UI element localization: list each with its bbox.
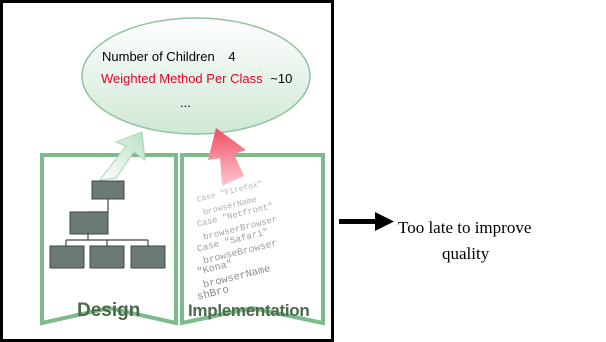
metric-wmc: Weighted Method Per Class ~10 xyxy=(101,71,292,86)
caption-line-1: Too late to improve xyxy=(398,218,532,237)
design-label: Design xyxy=(77,300,141,321)
implementation-label: Implementation xyxy=(188,301,310,320)
class-box-leaf-2 xyxy=(89,245,125,269)
metric-noc: Number of Children 4 xyxy=(102,49,236,64)
metric-noc-name: Number of Children xyxy=(102,49,215,64)
class-box-root xyxy=(91,180,125,200)
class-box-leaf-1 xyxy=(49,245,85,269)
caption-line-2: quality xyxy=(442,244,490,263)
class-box-leaf-3 xyxy=(130,245,166,269)
design-arrow xyxy=(98,131,146,181)
class-hierarchy xyxy=(49,180,166,269)
right-arrow xyxy=(339,212,394,231)
class-box-mid xyxy=(69,211,109,235)
metric-wmc-value: ~10 xyxy=(270,71,293,86)
metrics-ellipse xyxy=(81,17,311,135)
design-panel xyxy=(40,153,178,326)
metrics-ellipsis: ... xyxy=(180,95,191,110)
metric-noc-value: 4 xyxy=(228,49,236,64)
implementation-arrow xyxy=(208,128,246,186)
implementation-panel xyxy=(180,153,325,326)
metric-wmc-name: Weighted Method Per Class xyxy=(101,71,263,86)
caption: Too late to improve quality xyxy=(398,215,606,267)
